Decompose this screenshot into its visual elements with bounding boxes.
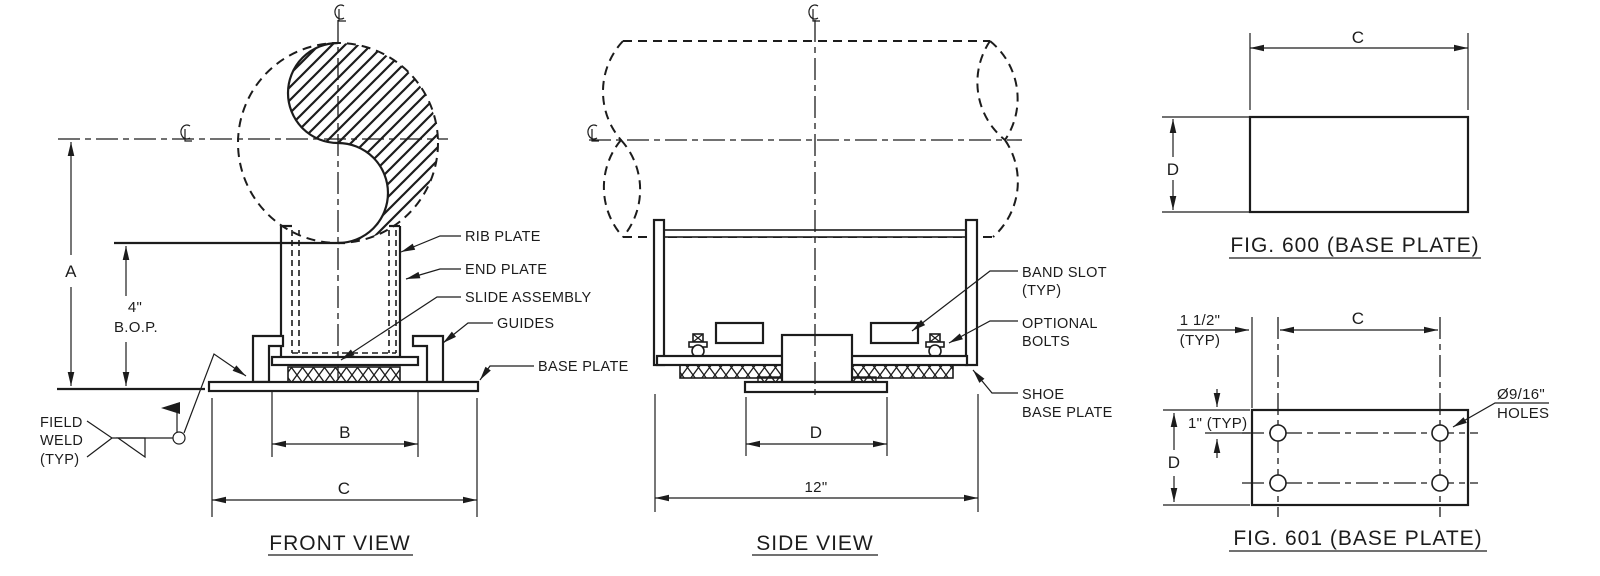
dim-12-label: 12" <box>805 479 828 496</box>
pipe-hidden-outline <box>602 40 1019 238</box>
fig600-title: FIG. 600 (BASE PLATE) <box>1230 234 1479 257</box>
fig-601: 1 1/2" (TYP) C 1" (TYP) D Ø9/16" HOLES F… <box>1163 309 1549 552</box>
band-slot-left <box>714 321 765 345</box>
label-shoe-base-plate-2: BASE PLATE <box>1022 405 1113 421</box>
label-rib-plate: RIB PLATE <box>465 229 541 245</box>
label-guides: GUIDES <box>497 316 554 332</box>
dim-d-side: D <box>745 397 888 456</box>
fig601-dim-d-label: D <box>1168 453 1181 472</box>
label-optional-bolts-1: OPTIONAL <box>1022 316 1098 332</box>
label-field-weld-3: (TYP) <box>40 452 79 468</box>
fig601-dim-c-label: C <box>1352 309 1365 328</box>
label-end-plate: END PLATE <box>465 262 547 278</box>
fig601-holes-callout: Ø9/16" HOLES <box>1452 386 1549 428</box>
dim-12: 12" <box>654 394 979 512</box>
fig601-holes-label-1: Ø9/16" <box>1497 386 1545 403</box>
front-shoe-structure <box>207 224 480 393</box>
dim-b-label: B <box>339 423 351 442</box>
dim-b: B <box>271 392 419 457</box>
fig600-plate <box>1248 115 1470 214</box>
label-shoe-base-plate-1: SHOE <box>1022 387 1064 403</box>
fig601-dim-d: D <box>1163 409 1250 506</box>
label-band-slot-1: BAND SLOT <box>1022 265 1107 281</box>
label-band-slot-2: (TYP) <box>1022 283 1061 299</box>
slide-hatch-left <box>679 364 783 379</box>
side-view: D 12" BAND SLOT (TYP) OPTIONAL BOLTS SHO… <box>587 4 1113 556</box>
fig601-holes <box>1269 424 1449 492</box>
shoe-base-plate <box>743 380 889 394</box>
label-slide-assembly: SLIDE ASSEMBLY <box>465 290 591 306</box>
fig-600: C D FIG. 600 (BASE PLATE) <box>1162 28 1481 259</box>
band-slot-right <box>869 321 920 345</box>
slide-block <box>780 333 854 384</box>
fig601-dim-offset-value: 1 1/2" <box>1180 312 1221 329</box>
centerline-symbol <box>808 4 820 22</box>
slide-assembly-hatch <box>287 366 401 383</box>
fig601-dim-hole-offset: 1" (TYP) <box>1188 389 1250 458</box>
front-view: A 4" B.O.P. B C <box>40 4 629 556</box>
fig600-dim-c: C <box>1249 28 1469 110</box>
fig601-holes-label-2: HOLES <box>1497 405 1549 422</box>
side-centerlines <box>589 20 1022 397</box>
dim-c-label: C <box>338 479 351 498</box>
label-field-weld-2: WELD <box>40 433 83 449</box>
band-left <box>652 218 666 367</box>
centerline-symbol <box>587 124 599 142</box>
label-field-weld-1: FIELD <box>40 415 83 431</box>
fig601-dim-c: C <box>1280 309 1438 334</box>
field-weld-symbol <box>86 353 247 459</box>
side-view-title: SIDE VIEW <box>756 532 874 555</box>
weld-flag-icon <box>161 402 180 414</box>
fig601-dim-hole-offset-label: 1" (TYP) <box>1188 415 1247 432</box>
label-optional-bolts-2: BOLTS <box>1022 334 1070 350</box>
fig601-title: FIG. 601 (BASE PLATE) <box>1233 527 1482 550</box>
front-leaders <box>340 235 534 381</box>
dim-bop: 4" B.O.P. <box>114 246 158 386</box>
dim-bop-value: 4" <box>128 299 142 316</box>
fig600-dim-d: D <box>1162 116 1250 213</box>
dim-a-label: A <box>65 262 77 281</box>
rib-plate-hidden-lines <box>291 230 397 354</box>
side-leaders <box>911 270 1018 394</box>
fig601-dim-offset-typ: (TYP) <box>1180 332 1221 349</box>
base-plate <box>207 380 480 393</box>
fig600-dim-d-label: D <box>1167 160 1180 179</box>
label-base-plate: BASE PLATE <box>538 359 629 375</box>
slide-hatch-right <box>851 364 954 379</box>
side-shoe-structure <box>652 218 979 394</box>
fig601-plate <box>1250 408 1470 507</box>
fig601-dim-offset: 1 1/2" (TYP) <box>1177 312 1253 408</box>
bolt-icon <box>688 333 708 358</box>
band-right <box>964 218 979 367</box>
dim-a: A <box>65 142 77 386</box>
bolt-icon <box>925 333 945 358</box>
slide-top-plate <box>270 355 420 367</box>
dim-c: C <box>211 398 478 517</box>
front-view-title: FRONT VIEW <box>269 532 410 555</box>
centerline-symbol <box>180 124 192 142</box>
dim-d-label: D <box>810 423 823 442</box>
dim-bop-label: B.O.P. <box>114 319 158 336</box>
fig600-dim-c-label: C <box>1352 28 1365 47</box>
centerline-symbol <box>334 4 346 22</box>
